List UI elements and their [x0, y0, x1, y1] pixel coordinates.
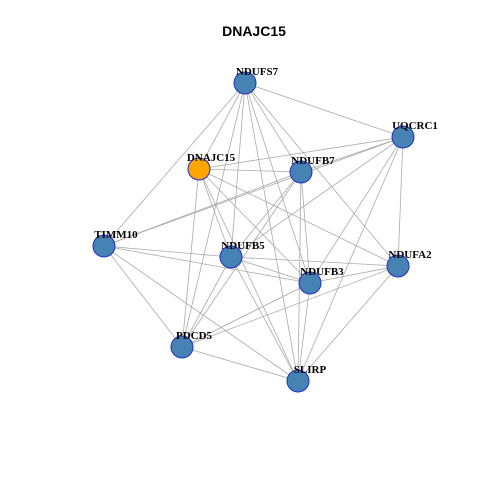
edge-uqcrc1-ndufa2: [397, 136, 404, 267]
node-ndufa2: [386, 254, 410, 278]
edge-ndufb5-ndufa2: [230, 256, 399, 267]
node-ndufb3: [298, 271, 322, 295]
node-pdcd5: [170, 335, 194, 359]
edge-ndufb7-timm10: [103, 171, 302, 247]
edge-timm10-slirp: [103, 245, 299, 382]
node-layer: [92, 71, 415, 393]
edge-ndufb5-ndufb3: [230, 256, 311, 284]
edge-ndufb5-pdcd5: [181, 256, 232, 348]
node-label-ndufa2: NDUFA2: [388, 249, 432, 261]
edge-ndufb5-slirp: [230, 256, 299, 382]
edge-ndufs7-dnajc15: [198, 82, 246, 170]
edge-ndufs7-pdcd5: [181, 82, 246, 348]
edge-ndufs7-uqcrc1: [244, 82, 404, 138]
node-ndufb5: [219, 245, 243, 269]
edge-ndufs7-ndufa2: [244, 82, 399, 267]
edge-ndufb7-slirp: [297, 171, 302, 382]
edge-uqcrc1-ndufb3: [309, 136, 404, 284]
node-slirp: [286, 369, 310, 393]
edge-timm10-pdcd5: [103, 245, 183, 348]
edge-ndufb7-ndufb3: [300, 171, 311, 284]
node-dnajc15: [187, 157, 211, 181]
diagram-title: DNAJC15: [222, 23, 286, 39]
edge-ndufb3-slirp: [297, 282, 311, 382]
node-ndufs7: [233, 71, 257, 95]
edge-ndufs7-timm10: [103, 82, 246, 247]
node-ndufb7: [289, 160, 313, 184]
edge-ndufs7-slirp: [244, 82, 299, 382]
node-label-ndufb5: NDUFB5: [221, 240, 265, 252]
edge-dnajc15-ndufb7: [198, 168, 302, 173]
node-label-ndufb7: NDUFB7: [291, 155, 335, 167]
node-label-uqcrc1: UQCRC1: [392, 120, 438, 132]
edge-dnajc15-ndufa2: [198, 168, 399, 267]
edge-dnajc15-ndufb5: [198, 168, 232, 258]
node-label-slirp: SLIRP: [294, 364, 327, 376]
node-label-dnajc15: DNAJC15: [187, 152, 236, 164]
edge-uqcrc1-timm10: [103, 136, 404, 247]
node-label-pdcd5: PDCD5: [176, 330, 213, 342]
edge-timm10-ndufb5: [103, 245, 232, 258]
edge-ndufb7-ndufb5: [230, 171, 302, 258]
edge-ndufs7-ndufb7: [244, 82, 302, 173]
edge-layer: [103, 82, 404, 382]
edge-uqcrc1-ndufb5: [230, 136, 404, 258]
edge-dnajc15-pdcd5: [181, 168, 200, 348]
node-label-ndufs7: NDUFS7: [236, 66, 279, 78]
node-label-timm10: TIMM10: [94, 229, 138, 241]
edge-pdcd5-slirp: [181, 346, 299, 382]
edge-ndufa2-slirp: [297, 265, 399, 382]
edge-ndufa2-pdcd5: [181, 265, 399, 348]
edge-uqcrc1-slirp: [297, 136, 404, 382]
edge-ndufa2-ndufb3: [309, 265, 399, 284]
node-uqcrc1: [391, 125, 415, 149]
edge-ndufb3-pdcd5: [181, 282, 311, 348]
edge-timm10-ndufb3: [103, 245, 311, 284]
node-timm10: [92, 234, 116, 258]
edge-uqcrc1-dnajc15: [198, 136, 404, 170]
edge-dnajc15-ndufb3: [198, 168, 311, 284]
node-label-ndufb3: NDUFB3: [300, 266, 344, 278]
